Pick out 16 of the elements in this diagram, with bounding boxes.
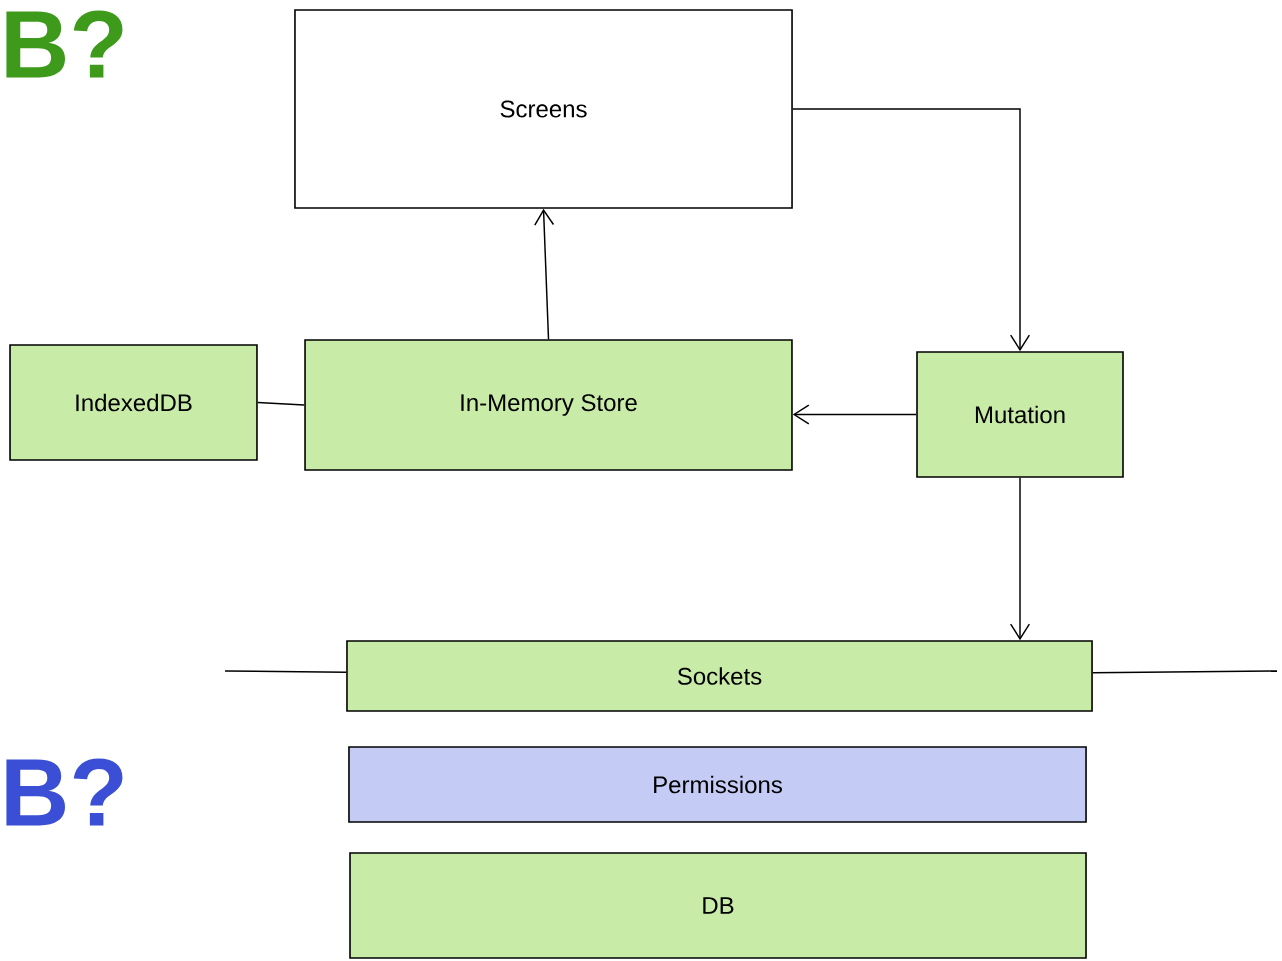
arrow <box>1009 477 1031 641</box>
layer-box: Sockets <box>346 640 1093 712</box>
arrow <box>792 404 917 425</box>
arrow <box>534 208 555 340</box>
label-text: B? <box>6 10 123 78</box>
layer-box: IndexedDB <box>9 344 258 461</box>
layer-box: Permissions <box>348 746 1087 823</box>
layer-box: In-Memory Store <box>304 339 793 471</box>
arrow <box>792 108 1031 352</box>
layer-box: DB <box>349 852 1087 959</box>
layer-box: Mutation <box>916 351 1124 478</box>
process-box: Screens <box>294 9 793 209</box>
connector-line <box>257 401 305 406</box>
connector-line <box>224 670 347 673</box>
connector-line <box>1092 670 1278 674</box>
label-text: B? <box>6 758 123 826</box>
